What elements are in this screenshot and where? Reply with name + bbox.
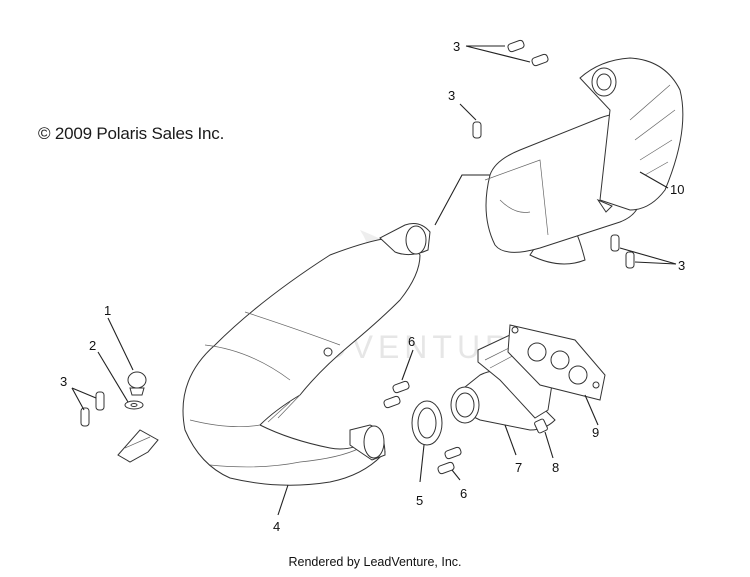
gasket-part-9 (507, 324, 606, 401)
callout-10: 10 (670, 182, 684, 197)
silencer-part-10 (484, 57, 684, 265)
spring-3f (95, 391, 105, 411)
callout-3-right: 3 (678, 258, 685, 273)
spring-3c (472, 121, 482, 139)
spring-6d (437, 461, 455, 475)
callout-7: 7 (515, 460, 522, 475)
washer-part-2 (124, 400, 144, 410)
springs (80, 39, 635, 475)
copyright-notice: © 2009 Polaris Sales Inc. (38, 124, 225, 143)
spring-3a (507, 39, 525, 53)
spring-6c (444, 446, 462, 460)
spring-6a (392, 380, 410, 394)
bracket (117, 429, 159, 463)
expansion-chamber-part-4 (182, 223, 431, 486)
callout-3-top: 3 (453, 39, 460, 54)
callout-4: 4 (273, 519, 280, 534)
grommet-part-1 (127, 371, 147, 396)
seal-ring-part-5 (411, 400, 443, 446)
pin-part-8 (534, 418, 548, 434)
callout-6-lower: 6 (460, 486, 467, 501)
callout-labels: 1 2 3 3 3 3 4 5 6 6 7 8 9 10 (60, 39, 685, 534)
callout-9: 9 (592, 425, 599, 440)
spring-3g (80, 407, 90, 427)
leader-lines (71, 45, 677, 516)
spring-3b (531, 53, 549, 67)
spring-3e (625, 251, 635, 269)
callout-1: 1 (104, 303, 111, 318)
render-credit: Rendered by LeadVenture, Inc. (288, 555, 462, 569)
callout-5: 5 (416, 493, 423, 508)
spring-3d (610, 234, 620, 252)
callout-6-upper: 6 (408, 334, 415, 349)
callout-2: 2 (89, 338, 96, 353)
callout-8: 8 (552, 460, 559, 475)
callout-3-upper: 3 (448, 88, 455, 103)
callout-3-left: 3 (60, 374, 67, 389)
spring-6b (383, 395, 401, 409)
